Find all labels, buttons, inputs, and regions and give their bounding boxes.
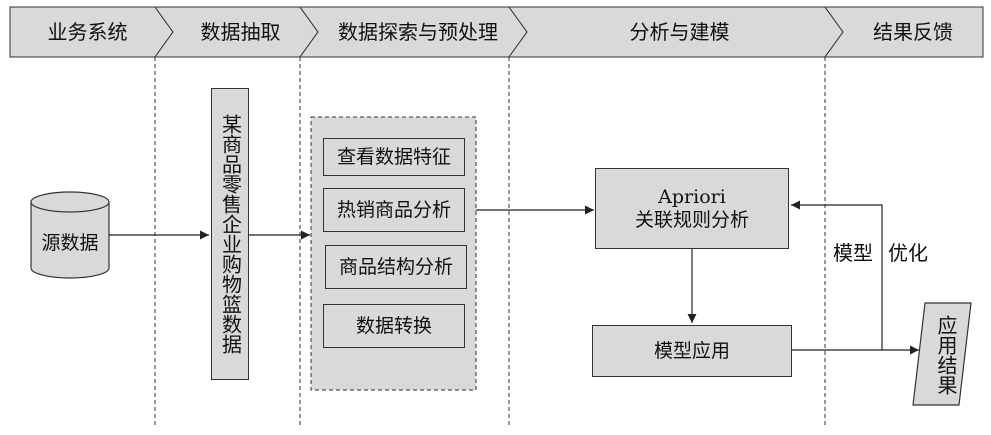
lane-separators: [154, 57, 826, 428]
explore-step-label: 查看数据特征: [336, 145, 451, 168]
explore-step-box: 数据转换: [323, 304, 465, 348]
extract-data-label: 某商品零售企业购物篮数据: [218, 114, 243, 354]
extract-data-box: 某商品零售企业购物篮数据: [211, 88, 249, 380]
stage-header-bar: [9, 6, 984, 58]
source-data-label: 源数据: [41, 232, 99, 254]
feedback-label-model: 模型: [833, 241, 873, 265]
apriori-model-box: Apriori 关联规则分析: [595, 168, 789, 249]
stage-label-business-system: 业务系统: [47, 20, 128, 44]
stage-label-analysis-modeling: 分析与建模: [629, 20, 730, 44]
stage-label-data-exploration: 数据探索与预处理: [338, 20, 498, 44]
database-cylinder-icon: [30, 191, 110, 279]
explore-step-label: 数据转换: [355, 314, 432, 337]
arrow-feedback-optimize: [791, 200, 883, 350]
result-parallelogram: [912, 302, 972, 406]
model-apply-box: 模型应用: [592, 325, 792, 377]
explore-step-box: 热销商品分析: [323, 188, 465, 232]
connectors: [109, 200, 919, 355]
feedback-label-optimize: 优化: [888, 241, 928, 265]
stage-chevron-5: [824, 6, 984, 58]
result-label: 应用结果: [934, 315, 958, 395]
stage-label-data-extraction: 数据抽取: [200, 20, 281, 44]
stage-label-result-feedback: 结果反馈: [873, 20, 953, 44]
explore-step-label: 商品结构分析: [338, 255, 453, 278]
explore-step-label: 热销商品分析: [336, 198, 451, 221]
apriori-model-label: Apriori 关联规则分析: [634, 185, 749, 231]
model-apply-label: 模型应用: [653, 339, 730, 362]
explore-step-box: 查看数据特征: [323, 138, 465, 176]
explore-step-box: 商品结构分析: [325, 245, 467, 289]
